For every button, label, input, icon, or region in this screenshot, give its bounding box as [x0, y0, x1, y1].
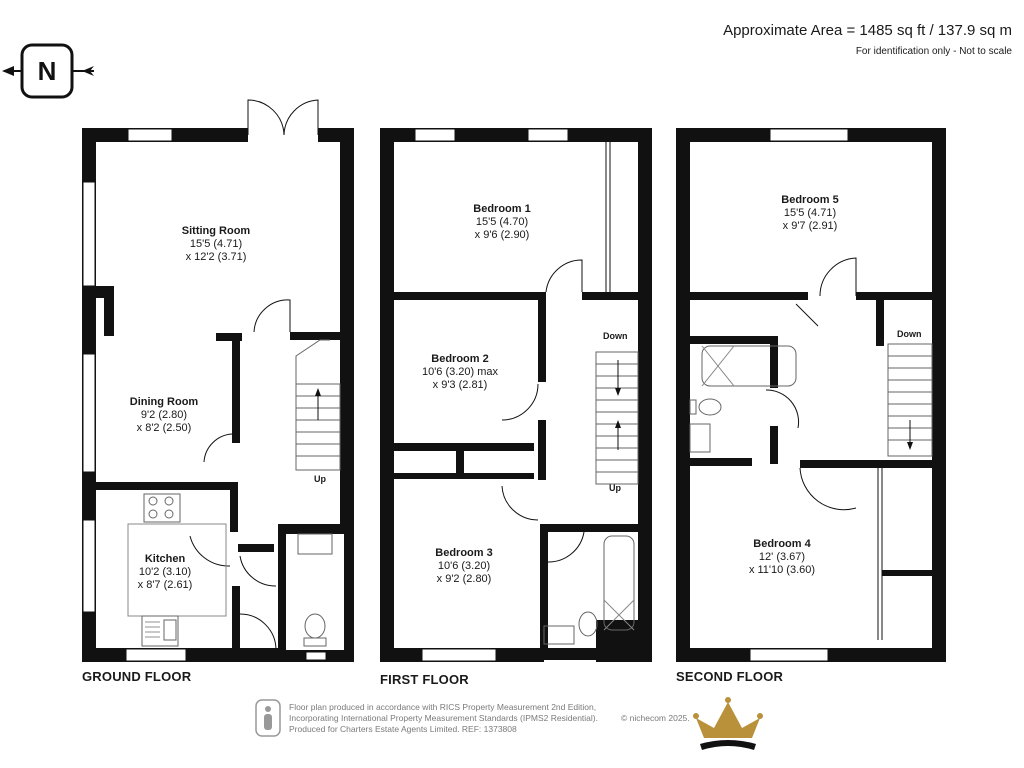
room-bedroom-4: Bedroom 4 12' (3.67) x 11'10 (3.60) [749, 538, 815, 577]
room-dim-2: x 9'7 (2.91) [782, 220, 838, 232]
room-dim-2: x 11'10 (3.60) [748, 564, 816, 576]
room-dim-2: x 8'2 (2.50) [136, 422, 192, 434]
room-dim-2: x 8'7 (2.61) [137, 579, 193, 591]
stair-down-label: Down [603, 331, 628, 341]
room-name: Bedroom 3 [435, 547, 493, 559]
room-dim-1: 15'5 (4.70) [475, 216, 529, 228]
footer-line-1: Floor plan produced in accordance with R… [289, 702, 597, 712]
second-floor-plan [676, 128, 946, 662]
footer-line-2: Incorporating International Property Mea… [289, 713, 598, 723]
room-name: Bedroom 4 [753, 538, 811, 550]
crown-logo-icon [693, 697, 763, 750]
room-kitchen: Kitchen 10'2 (3.10) x 8'7 (2.61) [138, 553, 193, 592]
room-dim-2: x 12'2 (3.71) [185, 251, 247, 263]
first-floor-plan [380, 128, 652, 662]
copyright: © nichecom 2025. [621, 713, 690, 723]
room-dim-1: 12' (3.67) [758, 551, 806, 563]
room-dim-2: x 9'6 (2.90) [474, 229, 530, 241]
north-arrow-icon: N [2, 43, 94, 99]
footer-line-3: Produced for Charters Estate Agents Limi… [289, 724, 517, 734]
room-dim-1: 15'5 (4.71) [783, 207, 837, 219]
footer-notes: Floor plan produced in accordance with R… [289, 702, 598, 735]
room-bedroom-3: Bedroom 3 10'6 (3.20) x 9'2 (2.80) [435, 547, 492, 586]
approximate-area: Approximate Area = 1485 sq ft / 137.9 sq… [723, 22, 1012, 39]
room-dim-1: 10'6 (3.20) [437, 560, 491, 572]
room-dining-room: Dining Room 9'2 (2.80) x 8'2 (2.50) [130, 396, 198, 435]
room-name: Kitchen [144, 553, 186, 565]
disclaimer: For identification only - Not to scale [855, 46, 1012, 57]
person-badge-icon [255, 699, 281, 737]
stair-down-label: Down [897, 329, 922, 339]
floor-label-first: FIRST FLOOR [380, 672, 469, 687]
room-name: Bedroom 2 [431, 353, 489, 365]
room-dim-1: 10'6 (3.20) max [421, 366, 499, 378]
room-name: Bedroom 1 [473, 203, 531, 215]
room-name: Sitting Room [181, 225, 251, 237]
room-dim-2: x 9'3 (2.81) [432, 379, 488, 391]
room-bedroom-1: Bedroom 1 15'5 (4.70) x 9'6 (2.90) [473, 203, 530, 242]
floor-label-second: SECOND FLOOR [676, 669, 784, 684]
room-dim-2: x 9'2 (2.80) [436, 573, 492, 585]
room-dim-1: 15'5 (4.71) [189, 238, 243, 250]
room-name: Dining Room [129, 396, 199, 408]
stair-up-label: Up [314, 474, 326, 484]
room-bedroom-2: Bedroom 2 10'6 (3.20) max x 9'3 (2.81) [422, 353, 498, 392]
compass-letter: N [38, 56, 57, 86]
room-name: Bedroom 5 [781, 194, 839, 206]
room-dim-1: 10'2 (3.10) [138, 566, 192, 578]
stair-up-label: Up [609, 483, 621, 493]
room-bedroom-5: Bedroom 5 15'5 (4.71) x 9'7 (2.91) [781, 194, 838, 233]
room-sitting-room: Sitting Room 15'5 (4.71) x 12'2 (3.71) [182, 225, 250, 264]
floor-label-ground: GROUND FLOOR [82, 669, 192, 684]
room-dim-1: 9'2 (2.80) [140, 409, 188, 421]
ground-floor-plan [82, 99, 354, 662]
